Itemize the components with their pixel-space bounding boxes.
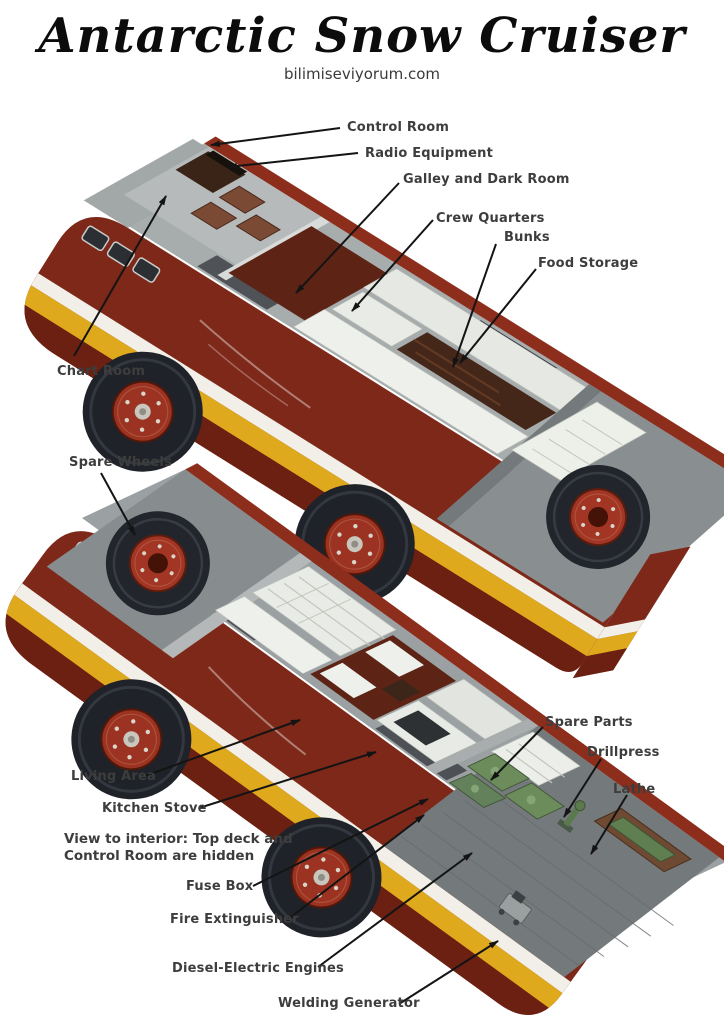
lathe-bench bbox=[593, 807, 692, 873]
living-area bbox=[310, 635, 457, 720]
label-crew-quarters: Crew Quarters bbox=[436, 211, 545, 226]
bunk-frames bbox=[396, 332, 557, 430]
kitchen-stove-line bbox=[198, 751, 377, 809]
machine-shop bbox=[383, 725, 720, 978]
lathe-line bbox=[590, 794, 628, 855]
label-welding-generator: Welding Generator bbox=[278, 996, 420, 1011]
bench-seat bbox=[365, 640, 424, 677]
storage-cabinets-near bbox=[214, 596, 333, 674]
label-spare-parts: Spare Parts bbox=[545, 715, 633, 730]
label-chart-room: Chart Room bbox=[57, 364, 146, 379]
top-deck-cutaway-vehicle bbox=[6, 136, 724, 679]
spare-wheels-line bbox=[100, 472, 136, 536]
diesel-engines-line bbox=[317, 852, 473, 968]
rear-end-cap bbox=[572, 546, 691, 679]
crew-seat bbox=[235, 214, 281, 242]
spare-parts-line bbox=[490, 726, 544, 781]
callout-lines bbox=[73, 127, 628, 1005]
label-bunks: Bunks bbox=[504, 230, 550, 245]
hull-lettering-mark bbox=[207, 343, 289, 407]
bunks-line bbox=[452, 243, 497, 368]
hull-lettering-mark bbox=[199, 319, 311, 409]
label-living-area: Living Area bbox=[71, 769, 157, 784]
label-diesel-electric-engines: Diesel-Electric Engines bbox=[172, 961, 344, 976]
galley-line bbox=[295, 182, 400, 294]
machine-shop-wall bbox=[425, 718, 539, 775]
chart-room-line bbox=[73, 195, 167, 357]
side-windows bbox=[81, 225, 161, 283]
bunk-berths-near bbox=[293, 309, 529, 455]
far-hull-wall bbox=[204, 136, 724, 483]
label-fire-extinguisher: Fire Extinguisher bbox=[170, 912, 299, 927]
fuse-box-line bbox=[252, 798, 429, 887]
label-food-storage: Food Storage bbox=[538, 256, 639, 271]
drill-press bbox=[557, 800, 586, 834]
label-lathe: Lathe bbox=[613, 782, 656, 797]
fire-extinguisher-line bbox=[286, 814, 425, 921]
label-galley-dark-room: Galley and Dark Room bbox=[403, 172, 570, 187]
label-control-room: Control Room bbox=[347, 120, 450, 135]
label-drillpress: Drillpress bbox=[587, 745, 660, 760]
living-area-line bbox=[144, 719, 301, 777]
crew-quarters-line bbox=[351, 219, 434, 312]
welding-generator-line bbox=[398, 940, 499, 1005]
page-title: Antarctic Snow Cruiser bbox=[38, 8, 686, 64]
table bbox=[381, 679, 421, 702]
label-spare-wheels: Spare Wheels bbox=[69, 455, 173, 470]
interior-view-note-line2: Control Room are hidden bbox=[64, 848, 255, 864]
rear-spare-wheel-bay bbox=[436, 384, 724, 623]
hull-lettering-mark bbox=[207, 666, 307, 756]
drillpress-line bbox=[563, 758, 602, 818]
food-storage-cabinets bbox=[511, 401, 647, 482]
header: Antarctic Snow Cruiser bilimiseviyorum.c… bbox=[0, 0, 724, 83]
bench-seat bbox=[319, 662, 377, 699]
instrument-console bbox=[175, 151, 246, 194]
driver-seat bbox=[190, 201, 238, 230]
top-deck-interior bbox=[83, 136, 724, 623]
food-storage-line bbox=[459, 268, 537, 364]
website-credit: bilimiseviyorum.com bbox=[283, 64, 441, 83]
welding-generator bbox=[498, 890, 532, 926]
control-room-line bbox=[210, 127, 341, 147]
crew-seat bbox=[218, 185, 266, 214]
tall-cabinet-stack bbox=[252, 565, 397, 657]
kitchen-cabinets bbox=[426, 678, 523, 740]
lathe bbox=[607, 816, 677, 863]
label-kitchen-stove: Kitchen Stove bbox=[102, 801, 207, 816]
kitchen bbox=[376, 678, 523, 763]
chart-room-floor bbox=[228, 226, 388, 321]
interior-cutaway-vehicle bbox=[0, 463, 724, 1024]
interior-view-note-line1: View to interior: Top deck and bbox=[64, 831, 293, 847]
radio-equipment-line bbox=[227, 152, 359, 170]
label-fuse-box: Fuse Box bbox=[186, 879, 254, 894]
stove-top bbox=[393, 710, 451, 746]
label-radio-equipment: Radio Equipment bbox=[365, 146, 494, 161]
